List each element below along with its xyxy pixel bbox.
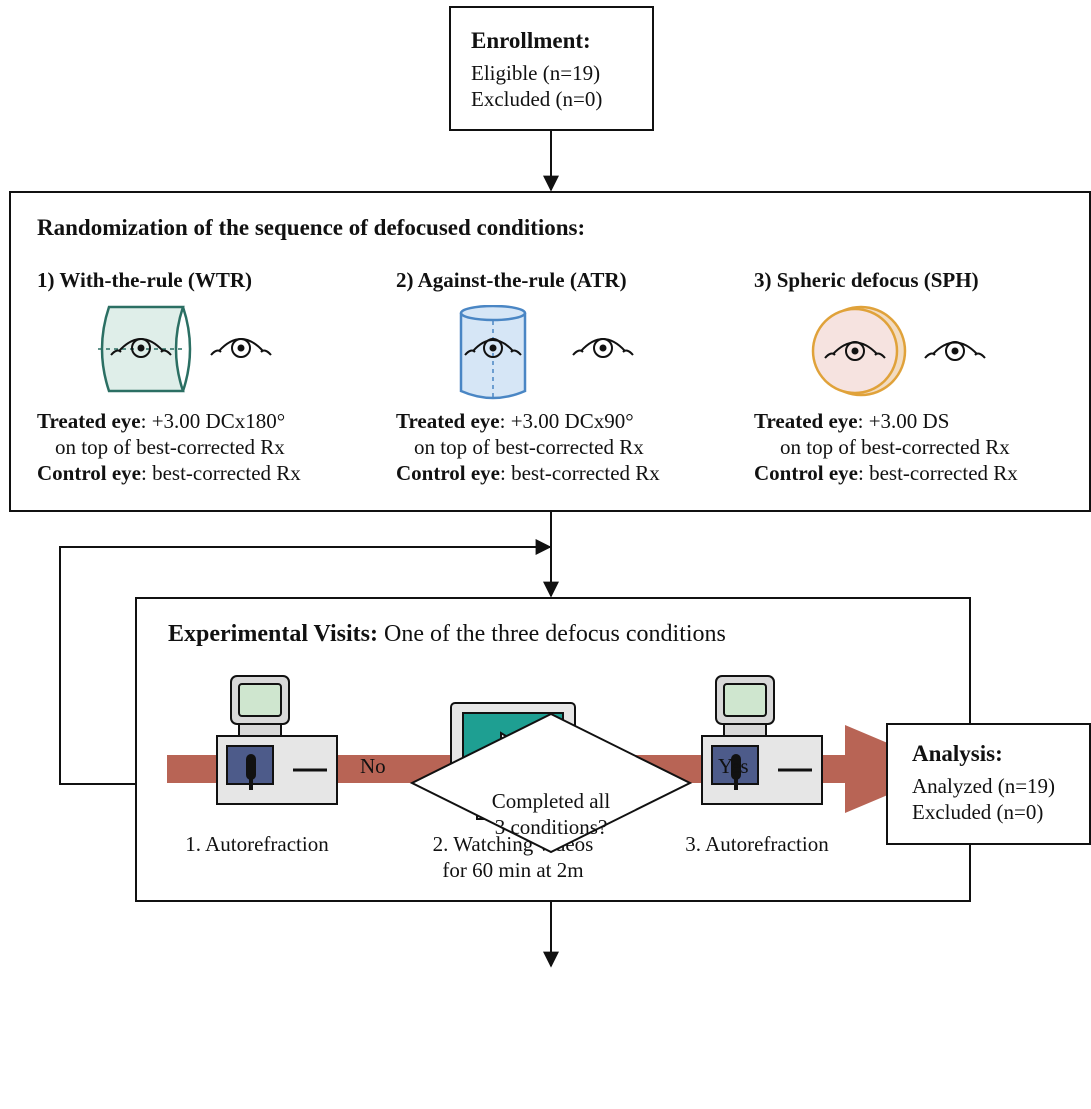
wtr-treated-eye: Treated eye: +3.00 DCx180° (37, 409, 286, 433)
decision-question-line1: Completed all (491, 789, 611, 813)
sph-control-eye: Control eye: best-corrected Rx (754, 461, 1018, 485)
wtr-treated-note: on top of best-corrected Rx (55, 435, 285, 459)
wtr-control-eye: Control eye: best-corrected Rx (37, 461, 301, 485)
sph-treated-note: on top of best-corrected Rx (780, 435, 1010, 459)
decision-yes-label: Yes (718, 754, 749, 778)
enrollment-box: Enrollment: Eligible (n=19) Excluded (n=… (449, 6, 654, 131)
sph-treated-eye: Treated eye: +3.00 DS (754, 409, 950, 433)
analysis-title: Analysis: (912, 741, 1003, 766)
atr-treated-eye: Treated eye: +3.00 DCx90° (396, 409, 634, 433)
analysis-excluded: Excluded (n=0) (912, 800, 1044, 824)
enrollment-eligible: Eligible (n=19) (471, 61, 601, 85)
step-autorefraction-1: 1. Autorefraction (185, 832, 329, 856)
decision-question-line2: 3 conditions? (494, 815, 608, 839)
randomization-box: Randomization of the sequence of defocus… (9, 191, 1091, 512)
atr-treated-note: on top of best-corrected Rx (414, 435, 644, 459)
atr-cylinder-lens-icon (459, 305, 634, 400)
condition-heading-atr: 2) Against-the-rule (ATR) (396, 268, 627, 292)
atr-control-eye: Control eye: best-corrected Rx (396, 461, 660, 485)
autorefractor-icon-2 (701, 675, 823, 805)
sph-spherical-lens-icon (811, 305, 986, 397)
randomization-title: Randomization of the sequence of defocus… (37, 215, 586, 240)
step-autorefraction-3: 3. Autorefraction (685, 832, 829, 856)
visits-title: Experimental Visits: One of the three de… (168, 621, 726, 647)
step-watching-duration: for 60 min at 2m (442, 858, 584, 882)
enrollment-excluded: Excluded (n=0) (471, 87, 603, 111)
decision-node (409, 712, 693, 854)
condition-heading-wtr: 1) With-the-rule (WTR) (37, 268, 253, 292)
wtr-cylinder-lens-icon (98, 305, 272, 393)
enrollment-title: Enrollment: (471, 28, 591, 53)
condition-heading-sph: 3) Spheric defocus (SPH) (754, 268, 979, 292)
autorefractor-icon-1 (216, 675, 338, 805)
analysis-box: Analysis: Analyzed (n=19) Excluded (n=0) (886, 723, 1091, 845)
analysis-analyzed: Analyzed (n=19) (912, 774, 1056, 798)
decision-no-label: No (360, 754, 386, 778)
